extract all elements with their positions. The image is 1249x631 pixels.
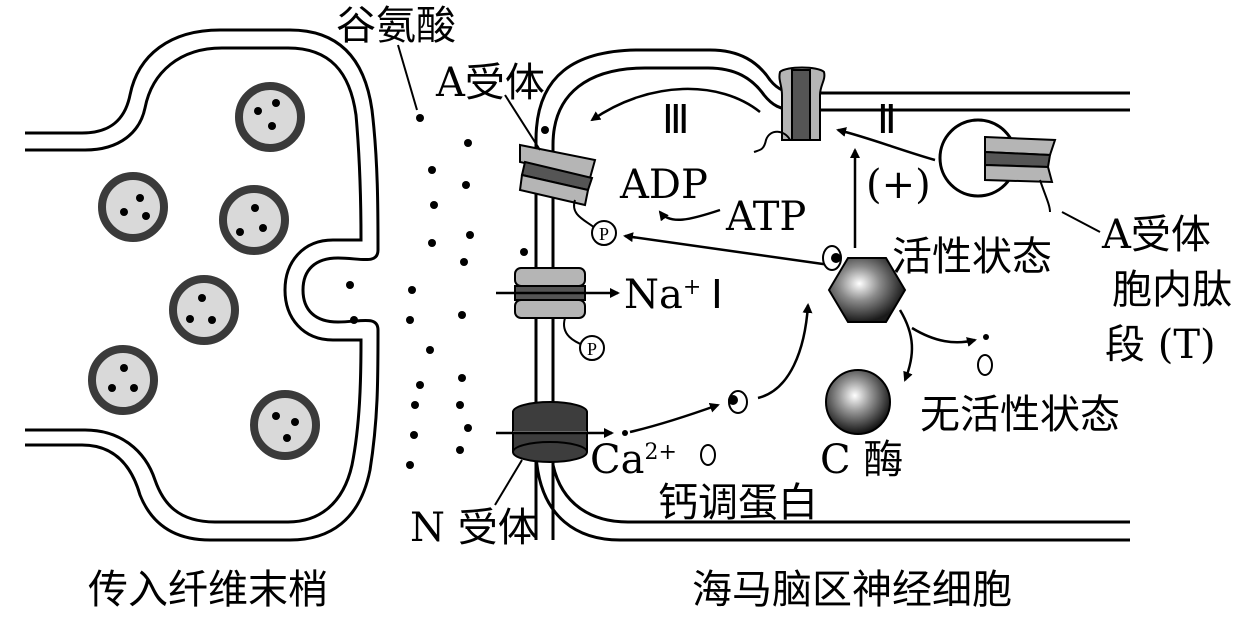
vesicle: [250, 390, 320, 460]
c-enzyme-inactive: [825, 369, 891, 435]
calmodulin-free: [700, 444, 716, 466]
inactive-state-label: 无活性状态: [920, 392, 1120, 438]
arrow-calmodulin-enzyme: [757, 303, 813, 400]
roman-1-label: Ⅰ: [711, 272, 723, 317]
a-receptor-pointer: [504, 94, 541, 151]
na-channel-receptor: [514, 267, 586, 347]
postsynaptic-membrane: [534, 48, 1130, 542]
ca-ion-released: [983, 334, 989, 340]
a-receptor-inserted: [753, 66, 826, 153]
presynaptic-terminal: [25, 28, 380, 542]
calmodulin-bound: [728, 390, 748, 414]
arrow-enzyme-deactivation: [898, 309, 914, 382]
active-state-label: 活性状态: [892, 234, 1052, 280]
calmodulin-released: [977, 354, 993, 376]
a-receptor-label-right: A受体: [1102, 212, 1211, 258]
vesicle: [235, 82, 305, 152]
atp-label: ATP: [726, 194, 807, 240]
hippocampus-neuron-label: 海马脑区神经细胞: [692, 567, 1012, 613]
vesicle: [98, 172, 168, 242]
n-receptor-label: N 受体: [410, 505, 538, 551]
adp-label: ADP: [620, 162, 708, 208]
svg-text:P: P: [587, 339, 597, 359]
arrow-II: [836, 127, 936, 162]
calmodulin-label: 钙调蛋白: [658, 480, 818, 526]
intracellular-label-1: 胞内肽: [1112, 267, 1232, 313]
phosphate-icon: P: [579, 335, 605, 361]
intracellular-pointer: [1061, 211, 1101, 233]
n-receptor-pointer: [494, 459, 523, 506]
a-receptor-vesicle: [938, 118, 1057, 213]
c-enzyme-active: [822, 245, 907, 323]
glutamate-label: 谷氨酸: [336, 3, 456, 49]
phosphate-icon: P: [591, 220, 617, 246]
intracellular-label-2: 段 (T): [1105, 322, 1216, 368]
glutamate-pointer: [397, 44, 418, 111]
roman-3-label: Ⅲ: [662, 97, 690, 142]
a-receptor-membrane: [518, 143, 597, 229]
na-charge: +: [682, 275, 702, 300]
ca-charge: 2+: [644, 440, 677, 465]
vesicle: [219, 185, 289, 255]
arrow-atp-adp: [658, 208, 721, 222]
arrow-III: [590, 87, 761, 122]
svg-text:P: P: [599, 224, 609, 244]
arrow-enzyme-phosphorylation: [623, 232, 831, 267]
plus-label: (+): [866, 162, 931, 208]
glutamate-molecules: [346, 114, 549, 469]
a-receptor-label-top: A受体: [436, 60, 545, 106]
na-symbol: Na: [624, 272, 683, 318]
arrow-dissociation: [911, 326, 977, 347]
c-enzyme-label: C 酶: [820, 437, 904, 483]
arrow-ca-calmodulin: [629, 402, 720, 434]
vesicle: [88, 345, 158, 415]
ca-ion: [622, 430, 628, 436]
afferent-terminal-label: 传入纤维末梢: [88, 567, 328, 613]
vesicle: [169, 275, 239, 345]
roman-2-label: Ⅱ: [877, 97, 897, 142]
ca-symbol: Ca: [590, 437, 645, 483]
na-label: Na+: [624, 275, 701, 315]
ca-label: Ca2+: [590, 440, 677, 480]
